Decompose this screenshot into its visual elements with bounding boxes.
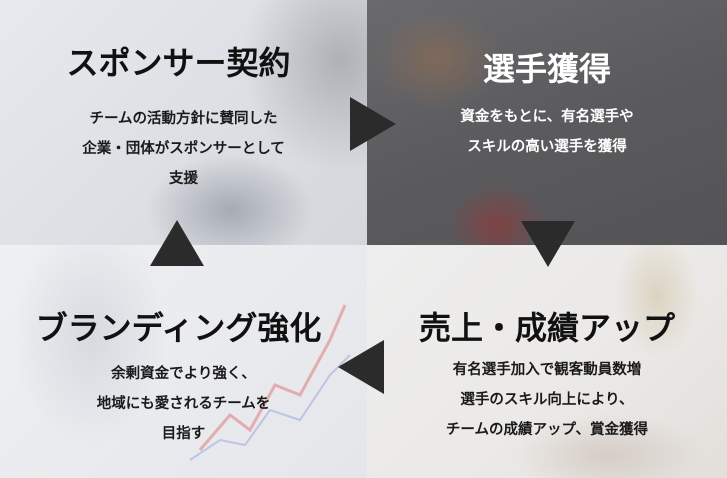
panel-description: 資金をもとに、有名選手や スキルの高い選手を獲得 — [367, 102, 727, 162]
description-line: 企業・団体がスポンサーとして — [82, 141, 285, 157]
description-line: チームの活動方針に賛同した — [89, 111, 278, 127]
description-line: スキルの高い選手を獲得 — [467, 139, 627, 155]
panel-sponsor-contract: スポンサー契約 チームの活動方針に賛同した 企業・団体がスポンサーとして 支援 — [0, 0, 367, 245]
arrow-right-icon — [350, 97, 396, 151]
arrow-down-icon — [521, 221, 575, 267]
description-line: 目指す — [161, 426, 206, 442]
panel-sales-results: 売上・成績アップ 有名選手加入で観客動員数増 選手のスキル向上により、 チームの… — [367, 245, 727, 478]
panel-title: 選手獲得 — [482, 50, 611, 88]
panel-branding: ブランディング強化 余剰資金でより強く、 地域にも愛されるチームを 目指す — [0, 245, 367, 478]
description-line: 支援 — [169, 171, 198, 187]
description-line: 地域にも愛されるチームを — [96, 396, 271, 412]
panel-title: ブランディング強化 — [35, 309, 322, 347]
growth-graph-decoration — [189, 304, 351, 461]
arrow-left-icon — [338, 340, 384, 394]
description-line: 選手のスキル向上により、 — [460, 392, 634, 408]
panel-player-acquisition: 選手獲得 資金をもとに、有名選手や スキルの高い選手を獲得 — [367, 0, 727, 245]
description-line: 資金をもとに、有名選手や — [460, 109, 634, 125]
panel-title: スポンサー契約 — [66, 44, 291, 82]
panel-description: 余剰資金でより強く、 地域にも愛されるチームを 目指す — [0, 359, 367, 449]
panel-description: チームの活動方針に賛同した 企業・団体がスポンサーとして 支援 — [0, 104, 367, 194]
arrow-up-icon — [150, 220, 204, 266]
description-line: 余剰資金でより強く、 — [111, 366, 256, 382]
panel-title: 売上・成績アップ — [418, 309, 675, 347]
description-line: 有名選手加入で観客動員数増 — [452, 362, 642, 378]
panel-description: 有名選手加入で観客動員数増 選手のスキル向上により、 チームの成績アップ、賞金獲… — [367, 355, 727, 445]
description-line: チームの成績アップ、賞金獲得 — [445, 422, 649, 438]
